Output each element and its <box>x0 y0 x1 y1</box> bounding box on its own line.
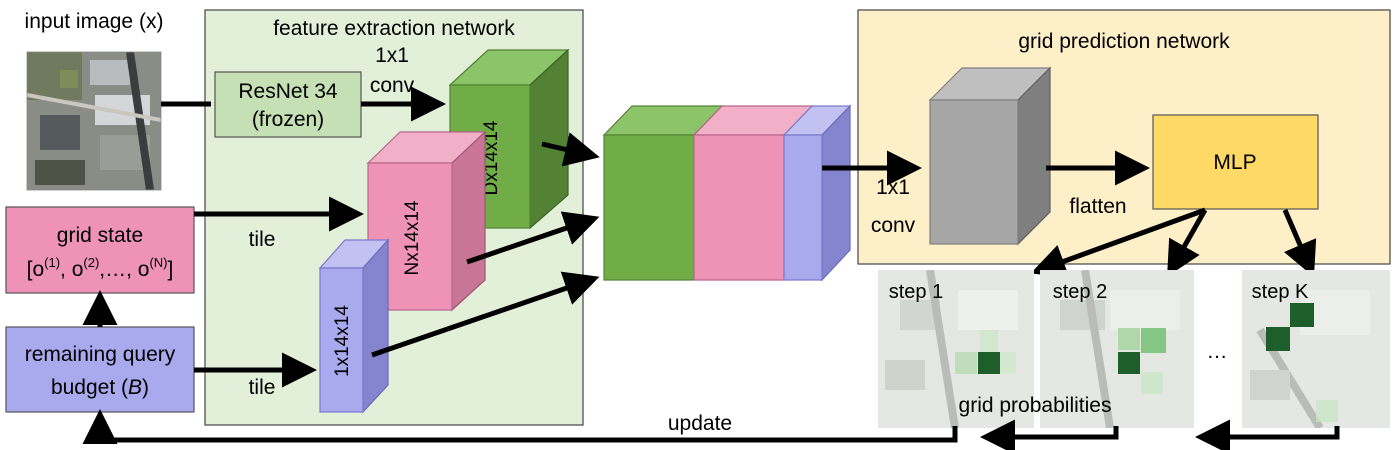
conv-label-1: 1x1 <box>375 44 409 67</box>
budget-box <box>5 326 195 413</box>
arrow-mlp-to-step2 <box>1167 208 1208 277</box>
grid-state-box <box>5 206 195 294</box>
budget-line2: budget (B) <box>51 376 149 399</box>
budget-feature-block <box>318 238 390 414</box>
mlp-label: MLP <box>1213 151 1256 174</box>
step1-label: step 1 <box>889 281 943 303</box>
update-label: update <box>668 412 732 435</box>
resnet-frozen-label: (frozen) <box>252 108 324 131</box>
d-block-label: Dx14x14 <box>481 120 502 195</box>
formula-part: [o <box>27 258 45 281</box>
d-feature-block <box>448 48 570 230</box>
grid-network-title: grid prediction network <box>1018 30 1230 53</box>
grid-conv-label-1: 1x1 <box>876 176 910 199</box>
arrow-step2-to-step1 <box>980 419 1119 450</box>
budget-block-label: 1x14x14 <box>332 305 353 377</box>
arrow-dblock-to-concat <box>541 132 600 167</box>
grid-conv-label-2: conv <box>871 214 916 237</box>
arrow-budgetblock-to-concat <box>371 271 600 358</box>
arrow-update-to-budget <box>82 409 958 444</box>
steps-ellipsis: … <box>1207 340 1228 363</box>
concatenated-features-block <box>602 104 852 282</box>
resnet-label: ResNet 34 <box>238 80 338 103</box>
stepk-probability-map <box>1242 270 1390 428</box>
grid-state-title: grid state <box>57 224 143 247</box>
flatten-label: flatten <box>1069 195 1126 218</box>
budget-line1: remaining query <box>25 343 176 366</box>
tile-label-top: tile <box>249 228 276 251</box>
conv-label-2: conv <box>370 74 415 97</box>
arrow-mlp-to-step1 <box>1030 207 1206 278</box>
arrow-nblock-to-concat <box>466 211 600 265</box>
step1-probability-map <box>878 270 1034 428</box>
mlp-box <box>1152 114 1319 210</box>
step2-probability-map <box>1040 270 1194 428</box>
step2-label: step 2 <box>1053 281 1107 303</box>
n-block-label: Nx14x14 <box>402 200 423 275</box>
input-image-title: input image (x) <box>25 10 164 33</box>
stepk-label: step K <box>1252 281 1309 303</box>
grid-probabilities-label: grid probabilities <box>959 394 1112 417</box>
tile-label-bottom: tile <box>249 376 276 399</box>
grid-state-formula: [o(1), o(2),…, o(N)] <box>27 255 174 281</box>
conv-output-block <box>928 66 1052 246</box>
arrow-stepk-to-step2 <box>1195 419 1340 450</box>
feature-network-title: feature extraction network <box>273 17 515 40</box>
arrow-mlp-to-stepk <box>1282 209 1317 278</box>
input-image <box>27 52 161 190</box>
resnet-box <box>214 71 362 138</box>
